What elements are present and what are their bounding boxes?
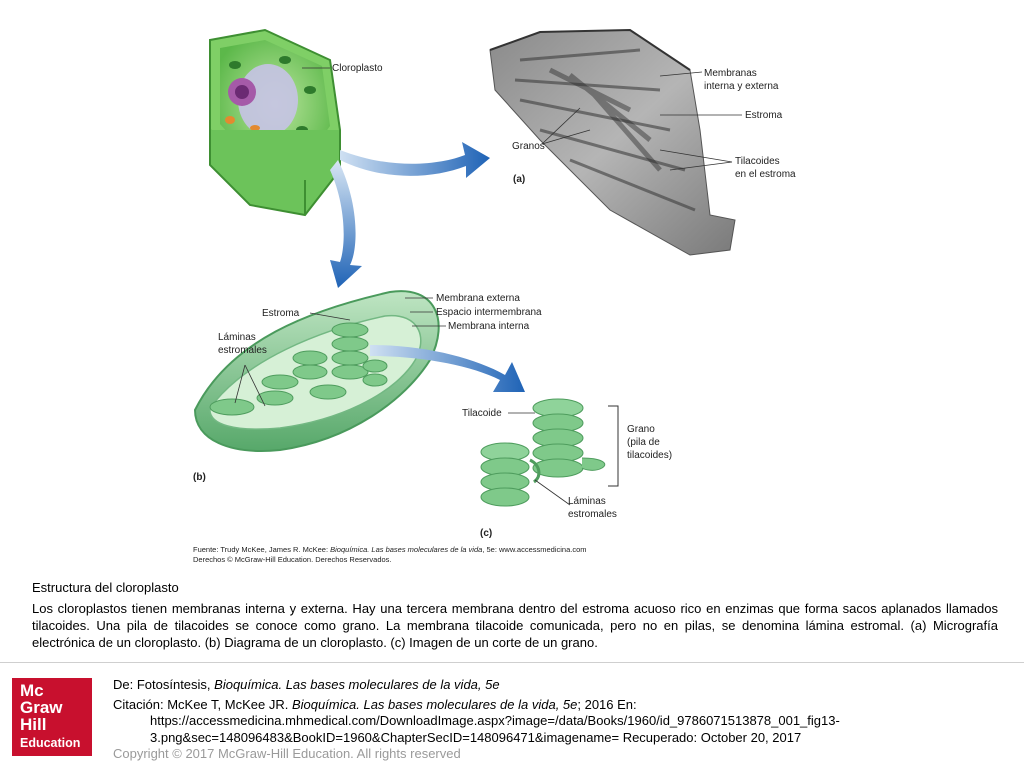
divider <box>0 662 1024 663</box>
label-grano-2: (pila de <box>627 437 660 448</box>
citation-url[interactable]: https://accessmedicina.mhmedical.com/Dow… <box>150 713 840 728</box>
label-membranas-2: interna y externa <box>704 81 779 92</box>
arrow-to-panel-c <box>370 345 525 392</box>
label-membrana-interna: Membrana interna <box>448 321 530 332</box>
label-tilacoide: Tilacoide <box>462 408 502 419</box>
mcgraw-hill-logo: Mc Graw Hill Education <box>12 678 92 756</box>
arrow-to-panel-a <box>340 142 490 178</box>
figure-svg: Cloroplasto Membranas interna y externa … <box>193 28 796 564</box>
granum-illustration <box>480 398 606 507</box>
label-granos: Granos <box>512 141 545 152</box>
copyright-notice: Copyright © 2017 McGraw-Hill Education. … <box>113 746 461 761</box>
label-cloroplasto: Cloroplasto <box>332 63 383 74</box>
label-espacio-intermembrana: Espacio intermembrana <box>436 307 542 318</box>
logo-line-1: Mc <box>20 681 44 700</box>
citation-url-2[interactable]: 3.png&sec=148096483&BookID=1960&ChapterS… <box>150 730 802 745</box>
electron-micrograph <box>489 28 736 256</box>
panel-a-letter: (a) <box>513 174 525 185</box>
label-laminas-b-2: estromales <box>218 345 267 356</box>
chloroplast-diagram <box>193 290 440 452</box>
logo-line-3: Hill <box>20 715 47 734</box>
label-tilacoides-2: en el estroma <box>735 169 796 180</box>
panel-b-letter: (b) <box>193 472 206 483</box>
caption-body: Los cloroplastos tienen membranas intern… <box>32 601 998 650</box>
label-tilacoides-1: Tilacoides <box>735 156 780 167</box>
panel-c-letter: (c) <box>480 528 492 539</box>
label-grano-3: tilacoides) <box>627 450 672 461</box>
figure-source-line-1: Fuente: Trudy McKee, James R. McKee: Bio… <box>193 545 587 554</box>
label-laminas-c-1: Láminas <box>568 496 606 507</box>
label-membranas-1: Membranas <box>704 68 757 79</box>
chloroplast-figure: Cloroplasto Membranas interna y externa … <box>190 20 830 565</box>
label-laminas-c-2: estromales <box>568 509 617 520</box>
arrow-to-panel-b <box>330 160 362 288</box>
label-grano-1: Grano <box>627 424 655 435</box>
label-estroma-b: Estroma <box>262 308 300 319</box>
logo-line-2: Graw <box>20 698 63 717</box>
citation-from: De: Fotosíntesis, Bioquímica. Las bases … <box>113 677 500 692</box>
label-laminas-b-1: Láminas <box>218 332 256 343</box>
label-estroma-a: Estroma <box>745 110 783 121</box>
label-membrana-externa: Membrana externa <box>436 293 520 304</box>
plant-cell-illustration <box>209 28 342 217</box>
citation-main: Citación: McKee T, McKee JR. Bioquímica.… <box>113 697 637 712</box>
figure-source-line-2: Derechos © McGraw-Hill Education. Derech… <box>193 555 392 564</box>
logo-line-4: Education <box>20 736 81 750</box>
caption-title: Estructura del cloroplasto <box>32 580 179 595</box>
